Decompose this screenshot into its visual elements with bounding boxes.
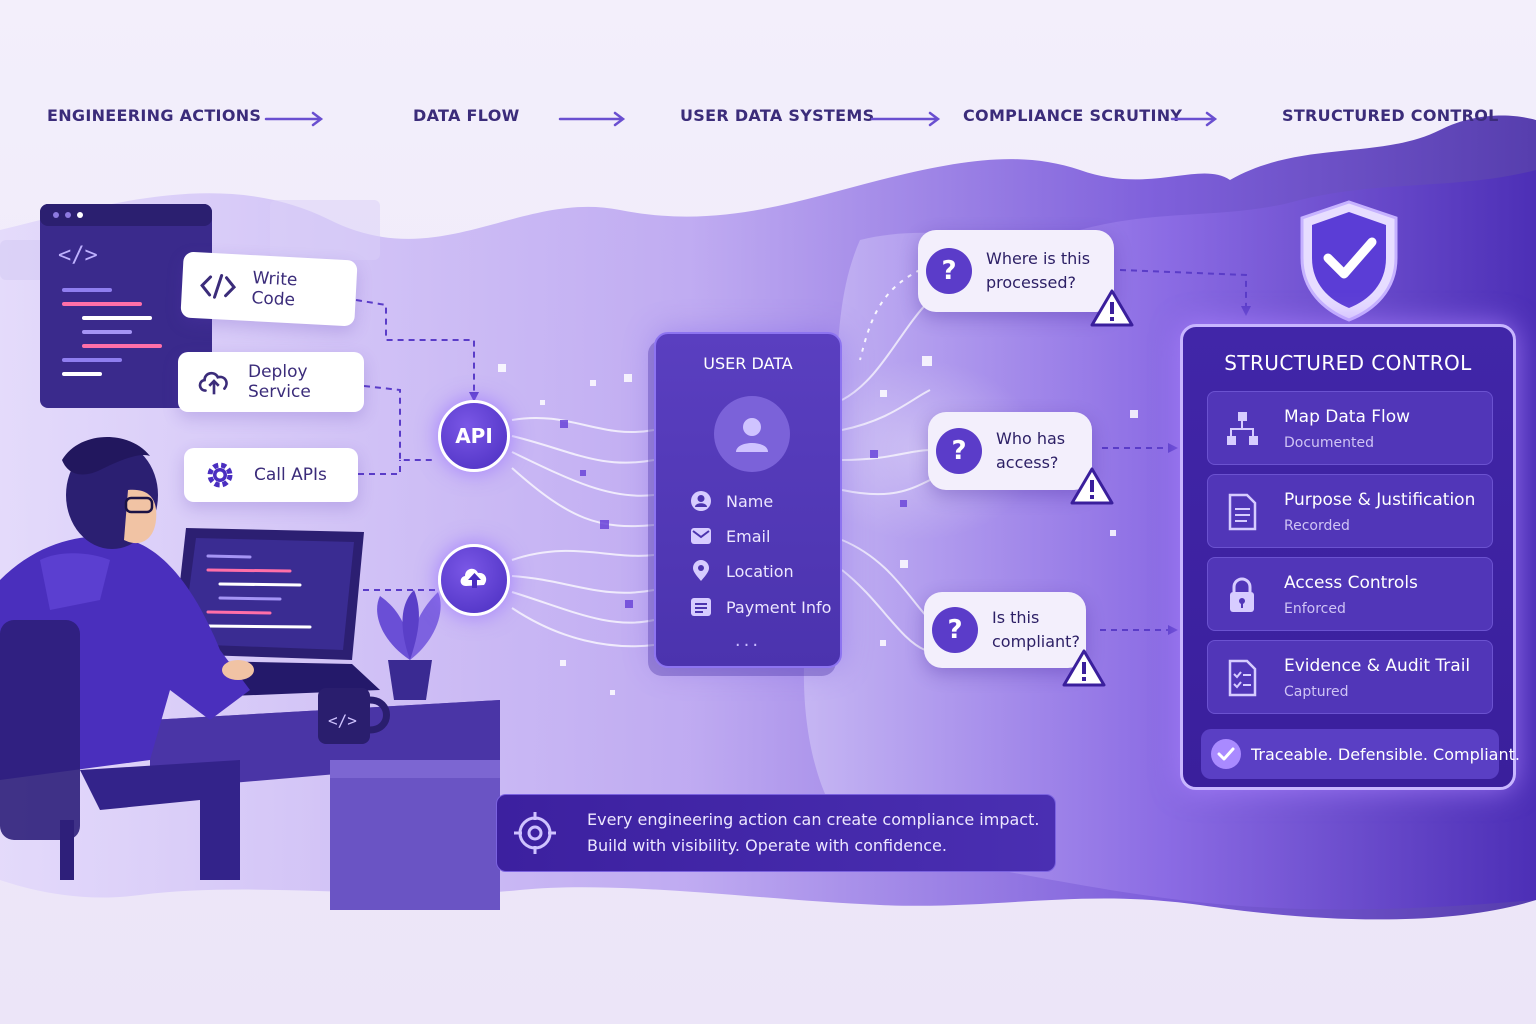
- control-evidence-audit-trail: Evidence & Audit Trail Captured: [1207, 640, 1493, 714]
- warning-icon: [1090, 289, 1134, 327]
- checklist-icon: [1222, 658, 1262, 698]
- user-icon: [714, 396, 790, 472]
- svg-text:</>: </>: [58, 243, 98, 268]
- stage-engineering-actions: ENGINEERING ACTIONS: [47, 106, 262, 125]
- compliance-tagline: Traceable. Defensible. Compliant.: [1201, 729, 1520, 779]
- upload-node: [438, 544, 510, 616]
- action-label: Write Code: [250, 268, 298, 311]
- action-write-code: Write Code: [180, 251, 358, 327]
- question-mark-icon: ?: [932, 607, 978, 653]
- stage-structured-control: STRUCTURED CONTROL: [1282, 106, 1499, 125]
- control-map-data-flow: Map Data Flow Documented: [1207, 391, 1493, 465]
- control-access-controls: Access Controls Enforced: [1207, 557, 1493, 631]
- user-field-label: Payment Info: [726, 597, 832, 617]
- action-call-apis: Call APIs: [184, 448, 358, 502]
- tagline-text: Traceable. Defensible. Compliant.: [1251, 744, 1520, 764]
- user-field-label: Location: [726, 561, 794, 581]
- info-banner: Every engineering action can create comp…: [496, 794, 1056, 872]
- location-pin-icon: [690, 560, 712, 582]
- control-status: Captured: [1284, 684, 1349, 700]
- stage-compliance-scrutiny: COMPLIANCE SCRUTINY: [963, 106, 1183, 125]
- question-mark-icon: ?: [936, 428, 982, 474]
- svg-text:</>: </>: [328, 711, 357, 730]
- control-title: Access Controls: [1284, 573, 1418, 593]
- action-label: Deploy Service: [248, 362, 311, 402]
- user-field-location: Location: [690, 560, 794, 582]
- api-node-label: API: [455, 424, 493, 448]
- structured-control-panel: STRUCTURED CONTROL Map Data Flow Documen…: [1180, 324, 1520, 790]
- control-status: Recorded: [1284, 518, 1350, 534]
- banner-line-2: Build with visibility. Operate with conf…: [587, 836, 947, 855]
- cloud-upload-icon: [196, 364, 232, 400]
- gear-icon: [202, 457, 238, 493]
- action-deploy-service: Deploy Service: [178, 352, 364, 412]
- user-field-label: Name: [726, 491, 774, 511]
- control-status: Enforced: [1284, 601, 1346, 617]
- control-title: Purpose & Justification: [1284, 490, 1476, 510]
- document-icon: [1222, 492, 1262, 532]
- banner-text: Every engineering action can create comp…: [573, 807, 1039, 858]
- cloud-upload-icon: [457, 564, 491, 597]
- action-label: Call APIs: [254, 465, 327, 485]
- person-icon: [690, 490, 712, 512]
- lock-icon: [1222, 575, 1262, 615]
- control-title: Map Data Flow: [1284, 407, 1411, 427]
- target-icon: [497, 794, 573, 872]
- mail-icon: [690, 525, 712, 547]
- control-purpose-justification: Purpose & Justification Recorded: [1207, 474, 1493, 548]
- user-field-label: Email: [726, 526, 771, 546]
- code-icon: [199, 267, 237, 305]
- more-fields-indicator: ...: [734, 630, 762, 651]
- check-circle-icon: [1211, 739, 1241, 769]
- panel-title: STRUCTURED CONTROL: [1224, 351, 1472, 375]
- user-field-email: Email: [690, 525, 770, 547]
- api-node: API: [438, 400, 510, 472]
- question-mark-icon: ?: [926, 248, 972, 294]
- user-data-title: USER DATA: [703, 354, 793, 373]
- user-data-card: USER DATA Name Email Location Payment In…: [654, 332, 842, 668]
- control-status: Documented: [1284, 435, 1375, 451]
- stage-user-data-systems: USER DATA SYSTEMS: [680, 106, 875, 125]
- stage-data-flow: DATA FLOW: [413, 106, 520, 125]
- banner-line-1: Every engineering action can create comp…: [587, 810, 1040, 830]
- flow-map-icon: [1222, 409, 1262, 449]
- control-title: Evidence & Audit Trail: [1284, 656, 1471, 676]
- card-icon: [690, 596, 712, 618]
- warning-icon: [1062, 649, 1106, 687]
- shield-check-icon: [1300, 200, 1398, 322]
- user-field-payment: Payment Info: [690, 596, 831, 618]
- user-field-name: Name: [690, 490, 773, 512]
- warning-icon: [1070, 467, 1114, 505]
